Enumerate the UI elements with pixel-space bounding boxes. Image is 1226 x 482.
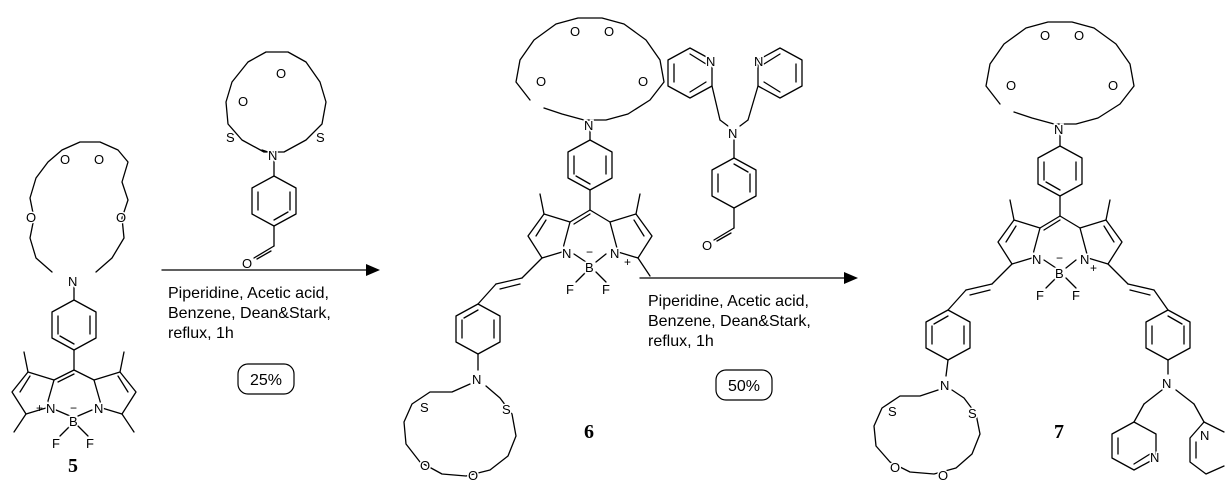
atom-o: O	[94, 152, 104, 167]
reagent-dpa-aldehyde: N N N O	[667, 47, 803, 255]
atom-n: N	[754, 54, 763, 69]
compound-label: 6	[584, 421, 594, 443]
atom-n: N	[706, 54, 715, 69]
atom-s: S	[226, 130, 235, 145]
atom-n: N	[1032, 252, 1041, 267]
atom-s: S	[420, 400, 429, 415]
atom-n: N	[68, 274, 77, 289]
atom-o: O	[938, 468, 948, 482]
atom-o: O	[1040, 28, 1050, 43]
compound-7-structure: O O O O N N N B F F − + N S S O O N N N …	[873, 21, 1225, 482]
atom-n: N	[472, 372, 481, 387]
condition-line: reflux, 1h	[648, 333, 714, 350]
atom-o: O	[536, 74, 546, 89]
atom-b: B	[585, 260, 594, 275]
condition-line: Piperidine, Acetic acid,	[648, 293, 809, 310]
atom-s: S	[968, 406, 977, 421]
compound-5-structure: O O O O N N N B F F + − 5	[11, 141, 137, 477]
atom-o: O	[468, 468, 478, 482]
atom-n: N	[584, 118, 593, 133]
charge-minus: −	[1056, 251, 1063, 265]
condition-line: Benzene, Dean&Stark,	[648, 313, 811, 330]
atom-n: N	[940, 378, 949, 393]
reagent-thiacrown-aldehyde: O O S S N O	[225, 51, 327, 273]
yield-value: 25%	[250, 372, 282, 389]
charge-minus: −	[586, 245, 593, 259]
atom-o: O	[26, 210, 36, 225]
atom-o: O	[638, 74, 648, 89]
charge-plus: +	[36, 401, 43, 415]
atom-o: O	[420, 458, 430, 473]
charge-plus: +	[624, 255, 631, 269]
atom-f: F	[86, 436, 94, 451]
charge-plus: +	[1090, 261, 1097, 275]
atom-o: O	[1074, 28, 1084, 43]
reaction-arrow-1	[161, 264, 380, 276]
yield-box	[715, 369, 773, 401]
atom-o: O	[570, 24, 580, 39]
atom-n: N	[1080, 252, 1089, 267]
atom-n: N	[562, 246, 571, 261]
atom-o: O	[116, 210, 126, 225]
atom-b: B	[69, 414, 78, 429]
condition-line: reflux, 1h	[168, 325, 234, 342]
atom-o: O	[242, 256, 252, 271]
atom-f: F	[602, 282, 610, 297]
atom-o: O	[702, 238, 712, 253]
atom-n: N	[94, 401, 103, 416]
atom-o: O	[276, 66, 286, 81]
atom-o: O	[60, 152, 70, 167]
atom-n: N	[1054, 122, 1063, 137]
atom-n: N	[610, 246, 619, 261]
atom-n: N	[1150, 450, 1159, 465]
atom-o: O	[1108, 78, 1118, 93]
atom-s: S	[502, 402, 511, 417]
atom-n: N	[728, 126, 737, 141]
atom-f: F	[1036, 288, 1044, 303]
atom-o: O	[604, 24, 614, 39]
atom-s: S	[888, 404, 897, 419]
step-2-conditions: Piperidine, Acetic acid, Benzene, Dean&S…	[648, 293, 811, 401]
compound-6-structure: O O O O N N N B F F − + N S S O O 6	[403, 17, 665, 482]
atom-b: B	[1055, 266, 1064, 281]
atom-o: O	[1006, 78, 1016, 93]
condition-line: Benzene, Dean&Stark,	[168, 305, 331, 322]
atom-o: O	[238, 94, 248, 109]
charge-minus: −	[70, 401, 77, 415]
atom-n: N	[46, 401, 55, 416]
yield-value: 50%	[728, 378, 760, 395]
condition-line: Piperidine, Acetic acid,	[168, 285, 329, 302]
atom-s: S	[316, 130, 325, 145]
atom-n: N	[268, 148, 277, 163]
atom-f: F	[566, 282, 574, 297]
step-1-conditions: Piperidine, Acetic acid, Benzene, Dean&S…	[168, 285, 331, 395]
atom-f: F	[52, 436, 60, 451]
atom-o: O	[890, 460, 900, 475]
atom-n: N	[1162, 376, 1171, 391]
atom-n: N	[1200, 428, 1209, 443]
compound-label: 7	[1054, 421, 1064, 443]
compound-label: 5	[68, 455, 78, 477]
yield-box	[237, 363, 295, 395]
atom-f: F	[1072, 288, 1080, 303]
reaction-arrow-2	[639, 272, 858, 284]
